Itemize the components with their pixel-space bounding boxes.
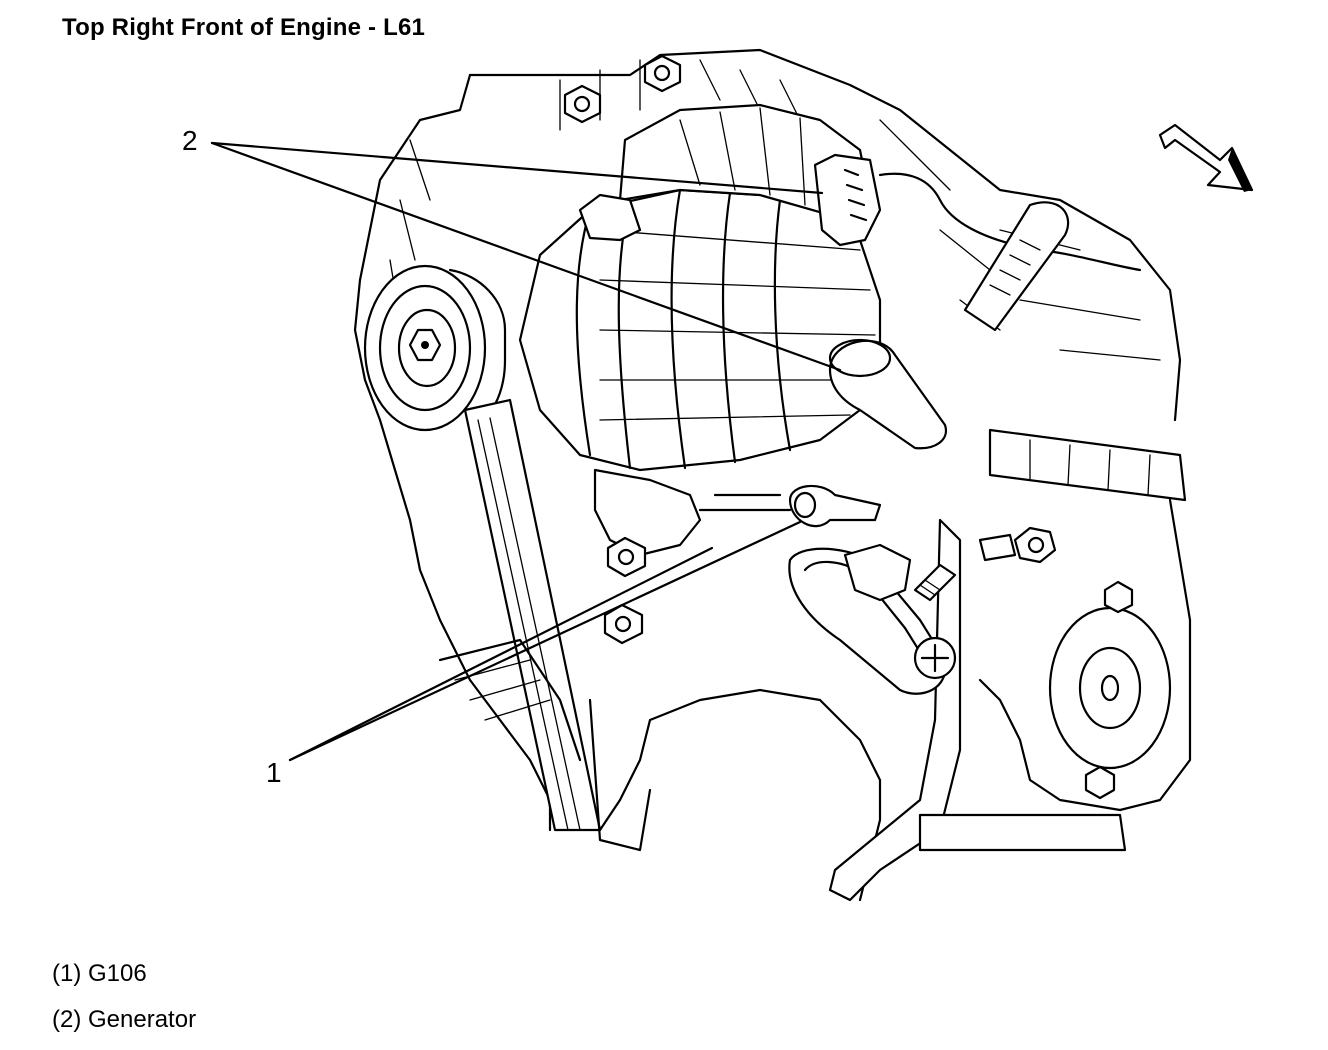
leader-lines-2 [210,141,842,372]
bolt-lower-left [606,536,647,578]
battery-terminal-boot [828,338,948,450]
generator-body [518,103,882,557]
generator-connector [813,153,1142,272]
wire-harness [828,201,1187,902]
legend-item-g106: (1) G106 [52,960,147,987]
callout-1-label: 1 [266,757,282,788]
leader-lines-1 [288,520,802,762]
crank-pulley [1048,580,1172,800]
ground-bolt [978,526,1057,564]
generator-pulley [363,264,487,432]
forward-arrow-icon [1158,123,1254,192]
bolt-top-left [563,84,602,124]
diagram-title: Top Right Front of Engine - L61 [62,14,426,41]
callout-2-label: 2 [182,125,198,156]
ground-bracket [788,543,957,695]
ground-eyelet [698,484,882,528]
legend-item-generator: (2) Generator [52,1006,197,1033]
lower-pulley-area [438,638,652,852]
bolt-top-center [643,54,682,93]
